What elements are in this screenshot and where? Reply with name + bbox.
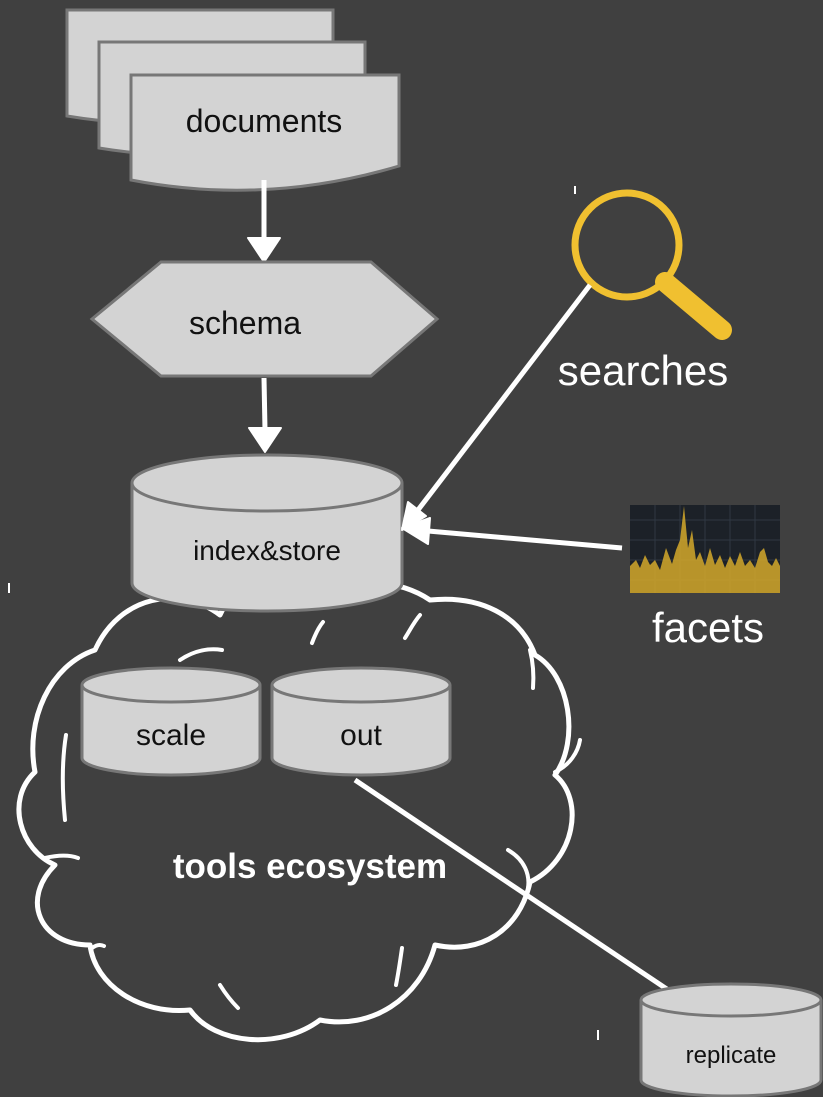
tools-ecosystem-label: tools ecosystem: [173, 847, 447, 886]
scale-label: scale: [136, 719, 206, 752]
replicate-node: replicate: [639, 982, 823, 1097]
searches-label: searches: [558, 347, 728, 394]
schema-node: schema: [89, 260, 440, 378]
documents-node: documents: [65, 8, 401, 192]
out-node: out: [270, 666, 452, 777]
documents-label: documents: [186, 103, 343, 139]
index-store-node: index&store: [130, 453, 404, 613]
facets-label: facets: [652, 604, 764, 651]
stray-marks: [8, 186, 599, 1040]
edge-schema-index: [248, 377, 282, 453]
schema-label: schema: [189, 305, 301, 341]
edge-facets-index: [401, 517, 623, 551]
magnifier-icon: [571, 189, 732, 340]
index-store-label: index&store: [193, 535, 341, 566]
edge-documents-schema: [247, 180, 281, 263]
out-label: out: [340, 719, 382, 752]
spectrum-chart-icon: [630, 505, 780, 593]
replicate-label: replicate: [686, 1042, 777, 1069]
scale-node: scale: [80, 666, 262, 777]
tools-ecosystem-cloud: tools ecosystem: [16, 575, 582, 1043]
